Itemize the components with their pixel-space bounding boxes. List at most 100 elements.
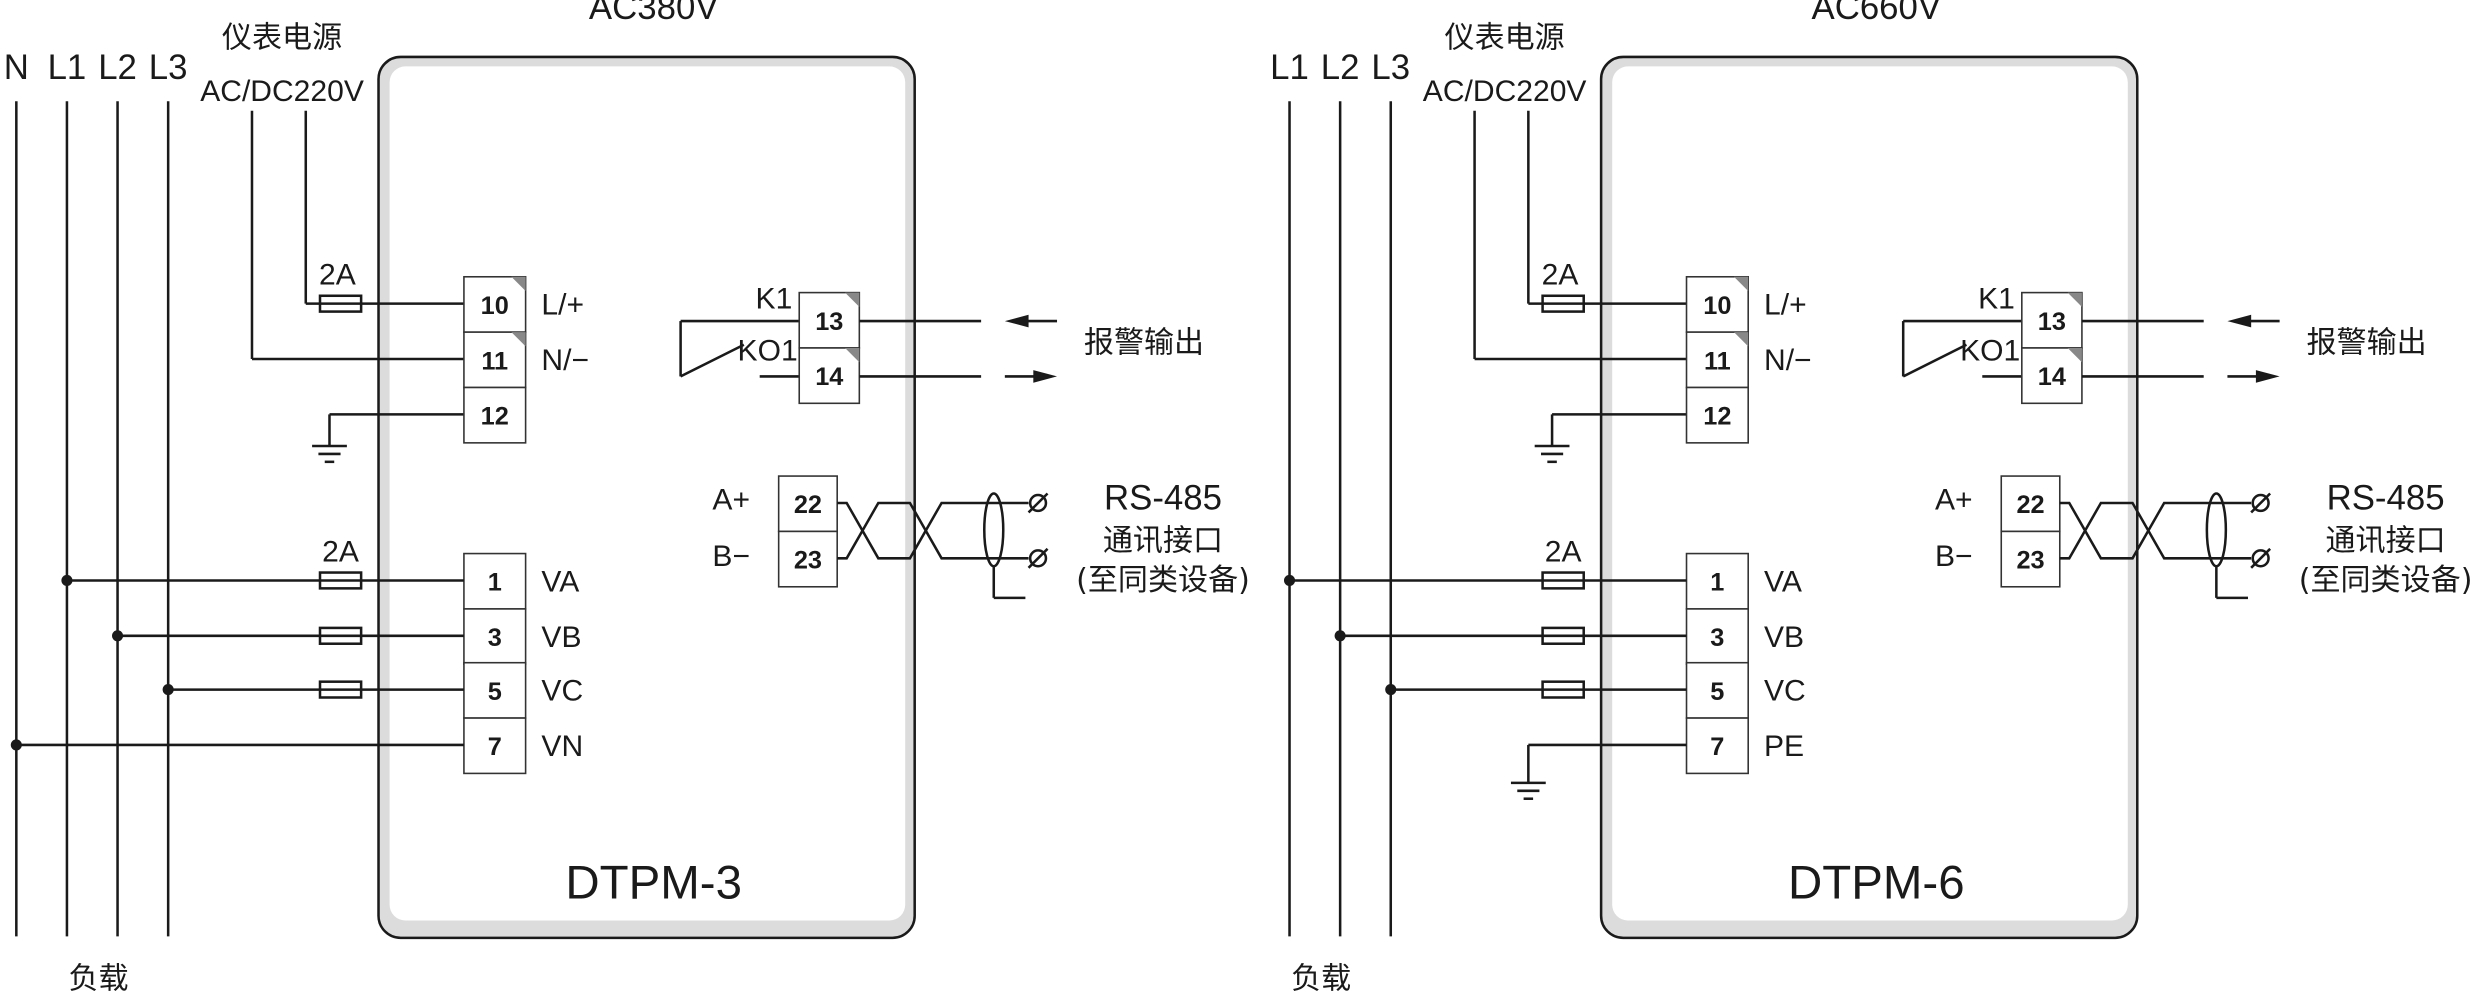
terminal-label: N/−	[541, 344, 589, 377]
fuse-voltage-rating: 2A	[322, 535, 359, 568]
terminal-block	[463, 661, 527, 719]
shield-icon	[983, 492, 1005, 568]
connector-icon	[2251, 493, 2270, 513]
terminal-block	[777, 530, 838, 588]
junction-dot	[10, 739, 22, 751]
terminal-number: 12	[1703, 403, 1731, 431]
terminal-label: N/−	[1764, 344, 1812, 377]
terminal-corner-mark	[511, 332, 526, 347]
line-label-l1: L1	[1270, 49, 1309, 87]
fuse-icon	[1541, 626, 1585, 645]
terminal-corner-mark	[2067, 347, 2082, 363]
terminal-number: 10	[481, 292, 509, 320]
fuse-power-rating: 2A	[1542, 259, 1579, 292]
fuse-power-rating: 2A	[319, 259, 356, 292]
arrow-left-icon	[2227, 314, 2252, 328]
terminal-block	[463, 386, 527, 444]
terminal-block	[2000, 475, 2061, 533]
line-label-l2: L2	[98, 49, 137, 87]
load-label: 负载	[69, 962, 129, 997]
terminal-corner-mark	[511, 276, 526, 292]
terminal-block	[2021, 347, 2083, 405]
arrow-left-icon	[1004, 314, 1029, 328]
fuse-icon	[318, 294, 363, 313]
rs485-title: RS-485	[2327, 479, 2445, 517]
terminal-label: VC	[541, 675, 583, 708]
fuse-voltage-rating: 2A	[1545, 535, 1582, 568]
supply-voltage-label: AC660V	[1812, 0, 1942, 27]
terminal-number: 23	[2016, 547, 2044, 575]
terminal-label: VA	[1764, 566, 1802, 599]
twisted-pair-b	[837, 501, 1029, 560]
line-label-l3: L3	[149, 49, 188, 87]
alarm-output-label: 报警输出	[2307, 326, 2427, 361]
comm-b-label: B−	[712, 540, 750, 573]
terminal-block	[463, 717, 527, 775]
power-title: 仪表电源	[1445, 20, 1565, 55]
comm-a-label: A+	[1935, 483, 1973, 516]
rs485-subtitle: 通讯接口	[1103, 523, 1223, 558]
fuse-icon	[318, 680, 363, 699]
terminal-label: VB	[1764, 621, 1804, 654]
relay-ko-label: KO1	[738, 335, 798, 368]
terminal-block	[1685, 661, 1749, 719]
terminal-number: 11	[1704, 347, 1731, 375]
terminal-label: L/+	[1764, 289, 1807, 322]
power-spec: AC/DC220V	[1423, 75, 1587, 108]
arrow-right-icon	[1033, 370, 1058, 383]
terminal-number: 13	[815, 308, 843, 336]
comm-a-label: A+	[712, 483, 750, 516]
terminal-number: 5	[488, 678, 502, 706]
terminal-label: PE	[1764, 730, 1804, 763]
rs485-note: (至同类设备)	[1076, 563, 1250, 598]
twisted-pair-a	[2059, 501, 2252, 560]
terminal-number: 12	[481, 403, 509, 431]
relay-k-label: K1	[1978, 282, 2015, 315]
wire	[1027, 547, 1049, 569]
terminal-number: 10	[1703, 292, 1731, 320]
supply-voltage-label: AC380V	[589, 0, 719, 27]
wire	[2250, 492, 2272, 514]
terminal-number: 3	[1710, 624, 1724, 652]
fuse-icon	[1541, 680, 1585, 699]
arrow-right-icon	[2255, 370, 2280, 383]
rs485-subtitle: 通讯接口	[2325, 523, 2445, 558]
fuse-icon	[1541, 294, 1585, 313]
terminal-number: 13	[2038, 308, 2066, 336]
line-label-l1: L1	[48, 49, 87, 87]
terminal-number: 23	[794, 547, 822, 575]
relay-ko-label: KO1	[1960, 335, 2020, 368]
rs485-title: RS-485	[1104, 479, 1222, 517]
fuse-icon	[318, 626, 363, 645]
wire	[680, 343, 745, 378]
comm-b-label: B−	[1935, 540, 1973, 573]
terminal-label: L/+	[541, 289, 584, 322]
terminal-number: 5	[1710, 678, 1724, 706]
device-model: DTPM-3	[565, 856, 742, 909]
terminal-block	[1685, 275, 1749, 333]
fuse-icon	[1541, 571, 1585, 590]
power-title: 仪表电源	[222, 20, 342, 55]
twisted-pair-b	[2059, 501, 2252, 560]
shield-icon	[2205, 492, 2228, 568]
terminal-block	[2021, 291, 2083, 349]
terminal-label: VN	[541, 730, 583, 763]
terminal-number: 22	[794, 491, 822, 519]
relay-k-label: K1	[756, 282, 793, 315]
twisted-pair-a	[837, 501, 1029, 560]
terminal-block	[798, 347, 861, 405]
terminal-block	[798, 291, 861, 349]
line-label-l2: L2	[1321, 49, 1360, 87]
terminal-number: 11	[481, 347, 508, 375]
terminal-label: VB	[541, 621, 581, 654]
rs485-note: (至同类设备)	[2299, 563, 2473, 598]
power-spec: AC/DC220V	[200, 75, 364, 108]
terminal-block	[1685, 386, 1749, 444]
device-model: DTPM-6	[1788, 856, 1965, 909]
wire	[2250, 547, 2272, 569]
terminal-number: 14	[815, 363, 843, 391]
terminal-corner-mark	[1733, 276, 1749, 292]
